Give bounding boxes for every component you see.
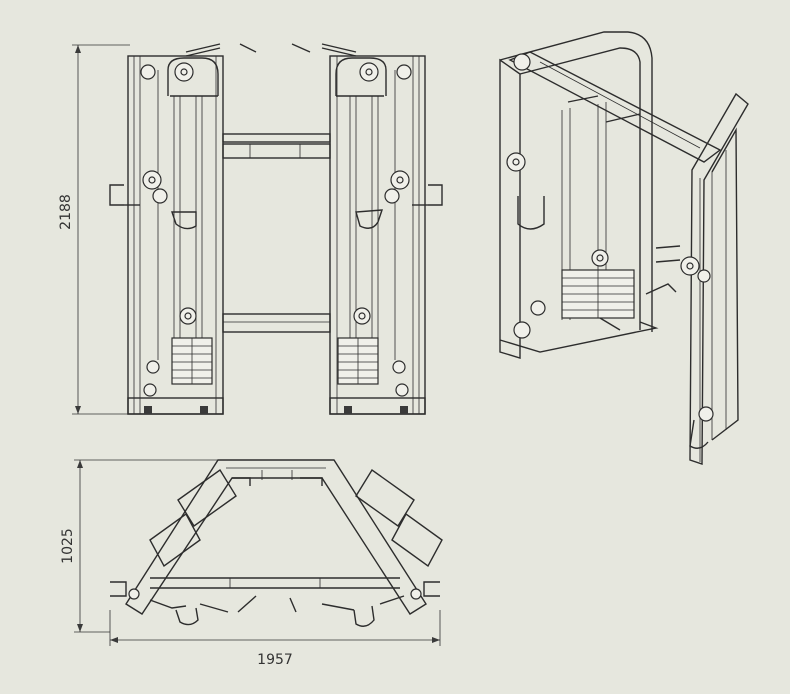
height-dimension: 2188 — [58, 44, 130, 415]
top-handles — [185, 43, 357, 57]
depth-dimension: 1025 — [60, 459, 220, 633]
height-dimension-label: 2188 — [58, 194, 74, 230]
isometric-view — [499, 31, 749, 465]
width-dimension-label: 1957 — [257, 652, 293, 668]
left-tower — [109, 55, 224, 415]
front-view: 2188 — [58, 43, 443, 415]
top-view: 1025 1957 — [60, 459, 443, 668]
right-tower — [329, 55, 443, 415]
width-dimension: 1957 — [109, 610, 441, 668]
depth-dimension-label: 1025 — [60, 528, 76, 564]
center-frame — [222, 133, 331, 333]
